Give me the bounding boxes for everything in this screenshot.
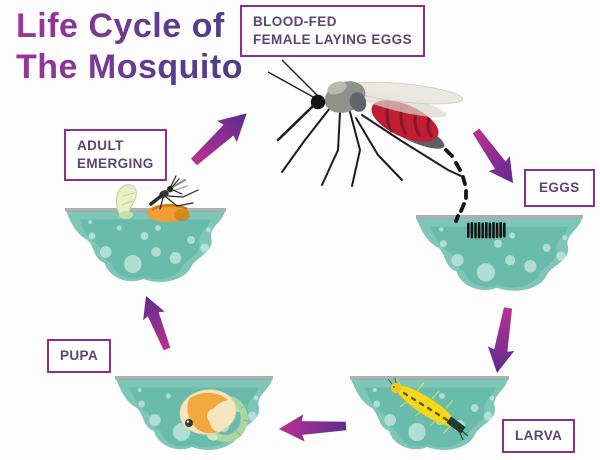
- adult-emerging-pool: [65, 175, 226, 282]
- pupa-pool: [115, 376, 273, 450]
- title-line-1: Life Cycle of: [16, 7, 225, 45]
- label-larva: LARVA: [502, 419, 576, 453]
- label-adult-line1: ADULT: [77, 138, 124, 153]
- label-eggs: EGGS: [524, 169, 595, 207]
- label-blood-fed: BLOOD-FED FEMALE LAYING EGGS: [240, 5, 425, 57]
- page-title: Life Cycle of The Mosquito: [16, 6, 256, 88]
- eggs-pool: [416, 215, 583, 291]
- title-line-2: The Mosquito: [16, 47, 243, 86]
- exuviae-icon: [147, 204, 190, 222]
- arrow-larva-to-pupa: [278, 412, 347, 443]
- label-adult-line2: EMERGING: [77, 155, 154, 171]
- falling-eggs-icon: [444, 148, 468, 223]
- emerging-mosquito-icon: [149, 175, 199, 210]
- arrow-eggs-to-larva: [483, 305, 522, 376]
- arrow-pupa-to-adult: [135, 291, 178, 354]
- label-adult-emerging: ADULT EMERGING: [64, 129, 167, 181]
- arrow-adult-to-mosquito: [184, 102, 257, 173]
- arrow-mosquito-to-eggs: [465, 123, 524, 191]
- label-pupa: PUPA: [47, 339, 112, 373]
- pupa-icon: [179, 389, 251, 442]
- blood-fed-mosquito-icon: [267, 59, 468, 223]
- label-blood-fed-line2: FEMALE LAYING EGGS: [253, 31, 412, 47]
- pupal-case-icon: [115, 184, 137, 219]
- label-blood-fed-line1: BLOOD-FED: [253, 14, 337, 29]
- larva-icon: [387, 377, 469, 441]
- egg-raft-icon: [467, 222, 506, 239]
- larva-pool: [350, 376, 509, 450]
